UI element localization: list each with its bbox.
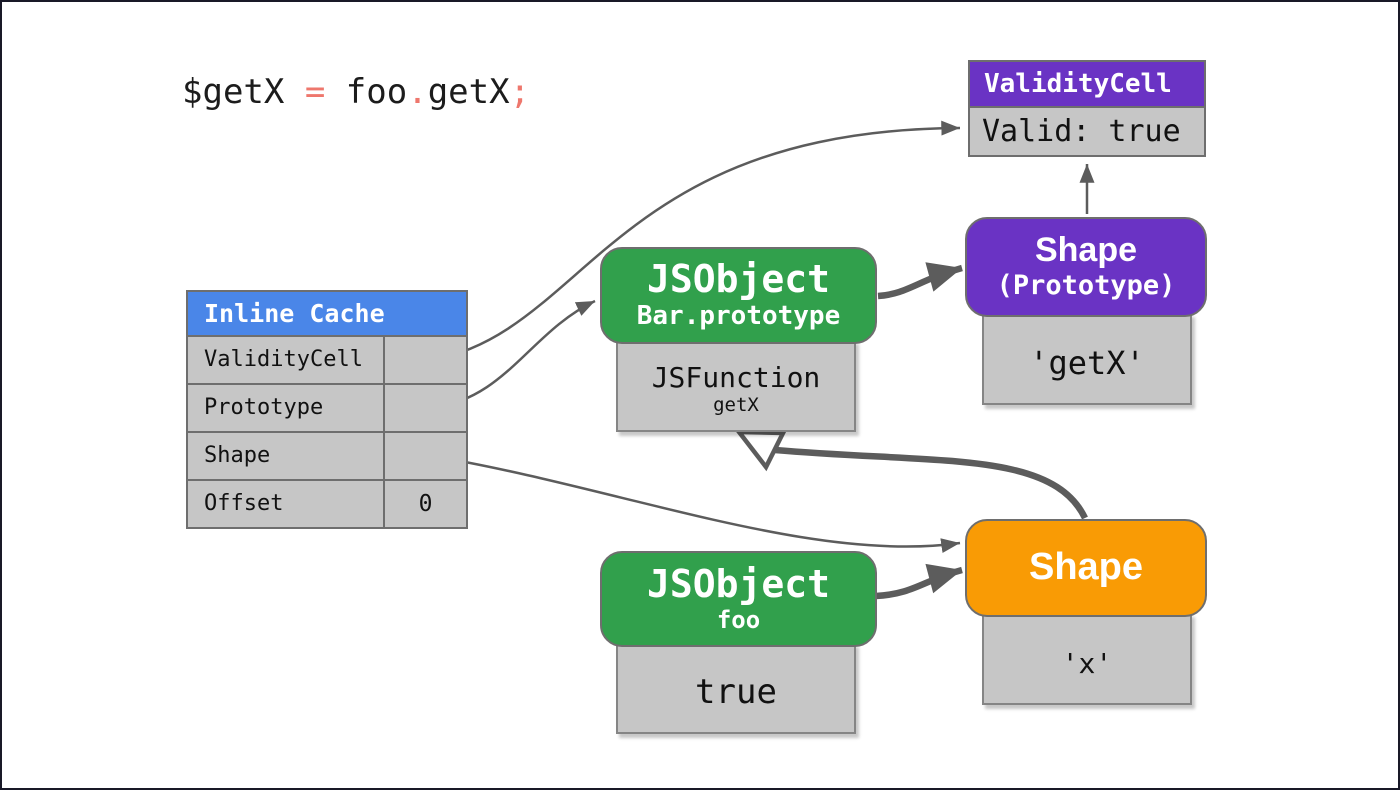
code-token: $getX (182, 72, 305, 112)
validity-cell-value: Valid: true (970, 108, 1204, 155)
arrow-jsobject-foo-to-shape (875, 563, 963, 600)
table-row-prototype: Prototype (188, 385, 466, 433)
arrow-shape-to-jsfunction-line (774, 446, 1088, 520)
row-label: Shape (188, 433, 385, 479)
shape-title: Shape (1028, 546, 1144, 589)
jsobject-foo-title: JSObject (646, 561, 831, 606)
inline-cache-table: Inline Cache ValidityCell Prototype Shap… (186, 290, 468, 529)
arrow-shape-to-jsfunction-openhead (734, 429, 787, 472)
inline-cache-title: Inline Cache (188, 292, 466, 337)
shape-slot: 'x' (982, 613, 1192, 705)
row-label: ValidityCell (188, 337, 385, 383)
arrow-ic-shape-to-shape-box (431, 454, 961, 554)
table-row-shape: Shape (188, 433, 466, 481)
shape-prototype-slot: 'getX' (982, 313, 1192, 405)
shape-prototype-box: Shape (Prototype) (965, 217, 1207, 317)
table-row-offset: Offset 0 (188, 481, 466, 527)
jsfunction-slot-subtitle: getX (713, 394, 759, 417)
code-token-operator: = (304, 72, 326, 112)
row-value (385, 337, 466, 383)
jsobject-foo-subtitle: foo (716, 605, 761, 634)
jsobject-bar-prototype-box: JSObject Bar.prototype (600, 247, 877, 344)
jsobject-foo-slot: true (616, 643, 856, 734)
shape-box: Shape (965, 519, 1207, 617)
code-token: getX (427, 72, 510, 112)
code-token: foo (325, 72, 408, 112)
code-token-operator: . (407, 72, 428, 112)
shape-prototype-title: Shape (1034, 231, 1138, 270)
jsobject-bar-subtitle: Bar.prototype (636, 300, 841, 331)
jsfunction-slot-title: JSFunction (651, 360, 821, 394)
table-row-validitycell: ValidityCell (188, 337, 466, 385)
code-line: $getX = foo.getX; (182, 72, 530, 112)
row-value (385, 433, 466, 479)
row-value (385, 385, 466, 431)
validity-cell-title: ValidityCell (970, 62, 1204, 108)
shape-prototype-subtitle: (Prototype) (996, 269, 1176, 301)
jsobject-bar-title: JSObject (646, 257, 831, 301)
jsobject-foo-box: JSObject foo (600, 551, 877, 647)
arrow-jsobject-bar-to-shape-prototype (877, 262, 963, 300)
row-value: 0 (385, 481, 466, 527)
row-label: Offset (188, 481, 385, 527)
code-token-operator: ; (509, 72, 531, 112)
jsfunction-slot: JSFunction getX (616, 340, 856, 432)
row-label: Prototype (188, 385, 385, 431)
validity-cell-box: ValidityCell Valid: true (968, 60, 1206, 157)
